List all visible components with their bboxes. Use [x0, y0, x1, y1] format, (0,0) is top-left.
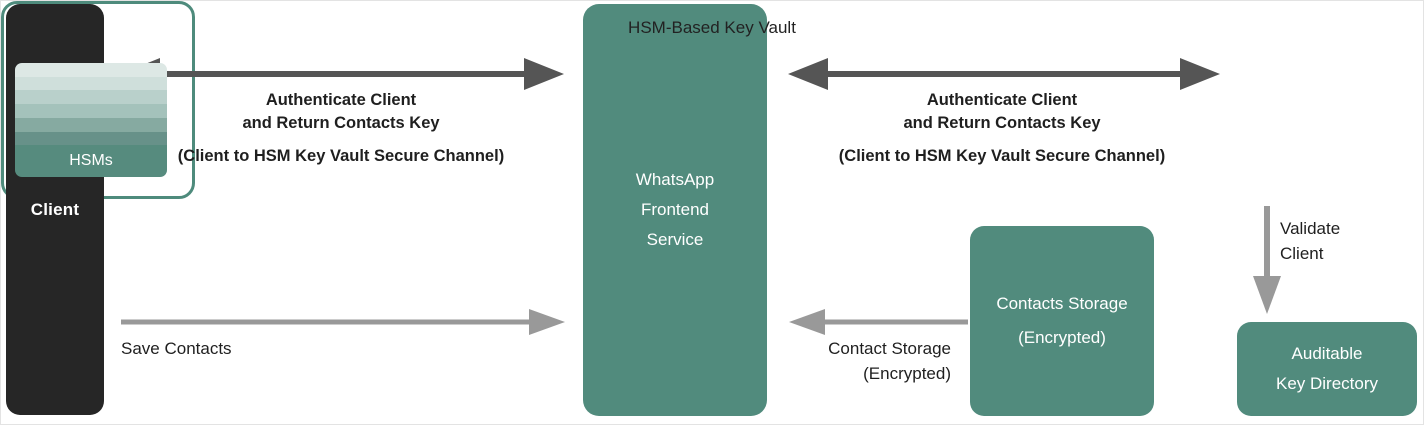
node-contacts-storage[interactable]: Contacts Storage (Encrypted) — [970, 226, 1154, 416]
node-whatsapp-line-2: Frontend — [640, 200, 710, 219]
label-line-1: Contact Storage — [828, 339, 951, 358]
label-line-1: Authenticate Client — [265, 91, 417, 109]
arrow-validate-client — [1253, 206, 1281, 314]
hsm-layer-5 — [15, 118, 167, 132]
hsm-layer-2 — [15, 77, 167, 90]
label-line-2: Client — [1280, 244, 1324, 263]
label-client-whatsapp-channel: Authenticate Client and Return Contacts … — [131, 89, 551, 168]
node-hsm-based-key-vault[interactable]: HSM-Based Key Vault HSMs — [1, 1, 796, 199]
node-akd-line-1: Auditable — [1291, 344, 1363, 363]
label-line-1: Save Contacts — [121, 339, 232, 358]
label-line-1: Validate — [1280, 219, 1341, 238]
node-client-label: Client — [30, 199, 80, 219]
hsm-stack-graphic: HSMs — [15, 63, 167, 177]
node-whatsapp-line-1: WhatsApp — [635, 170, 715, 189]
hsm-vault-title-line-1: HSM-Based — [628, 18, 720, 37]
hsm-layer-3 — [15, 90, 167, 104]
label-validate-client: Validate Client — [1280, 216, 1400, 266]
node-whatsapp-frontend-service[interactable]: WhatsApp Frontend Service — [583, 4, 767, 416]
arrow-client-to-whatsapp — [120, 58, 564, 90]
hsm-stack-label: HSMs — [69, 152, 113, 169]
hsm-layer-6 — [15, 132, 167, 145]
label-line-1: Authenticate Client — [926, 91, 1078, 109]
hsm-layer-4 — [15, 104, 167, 118]
label-line-2: and Return Contacts Key — [903, 114, 1101, 132]
label-save-contacts: Save Contacts — [121, 336, 421, 361]
node-auditable-key-directory[interactable]: Auditable Key Directory — [1237, 322, 1417, 416]
node-contacts-storage-line-1: Contacts Storage — [996, 294, 1128, 313]
label-line-2: and Return Contacts Key — [242, 114, 440, 132]
label-line-2: (Encrypted) — [863, 364, 951, 383]
hsm-layer-7: HSMs — [15, 145, 167, 177]
label-sub: (Client to HSM Key Vault Secure Channel) — [177, 147, 505, 165]
hsm-vault-title-line-2: Key Vault — [724, 18, 796, 37]
node-hsm-vault-title: HSM-Based Key Vault — [1, 15, 1423, 40]
node-whatsapp-line-3: Service — [646, 230, 704, 249]
label-whatsapp-vault-channel: Authenticate Client and Return Contacts … — [794, 89, 1210, 168]
label-sub: (Client to HSM Key Vault Secure Channel) — [838, 147, 1166, 165]
hsm-layer-1 — [15, 63, 167, 77]
arrow-contact-storage — [789, 309, 968, 335]
node-akd-line-2: Key Directory — [1275, 374, 1379, 393]
node-contacts-storage-line-2: (Encrypted) — [1018, 328, 1106, 347]
arrow-whatsapp-to-hsm-vault — [788, 58, 1220, 90]
label-contact-storage: Contact Storage (Encrypted) — [701, 336, 951, 386]
arrow-save-contacts — [121, 309, 565, 335]
